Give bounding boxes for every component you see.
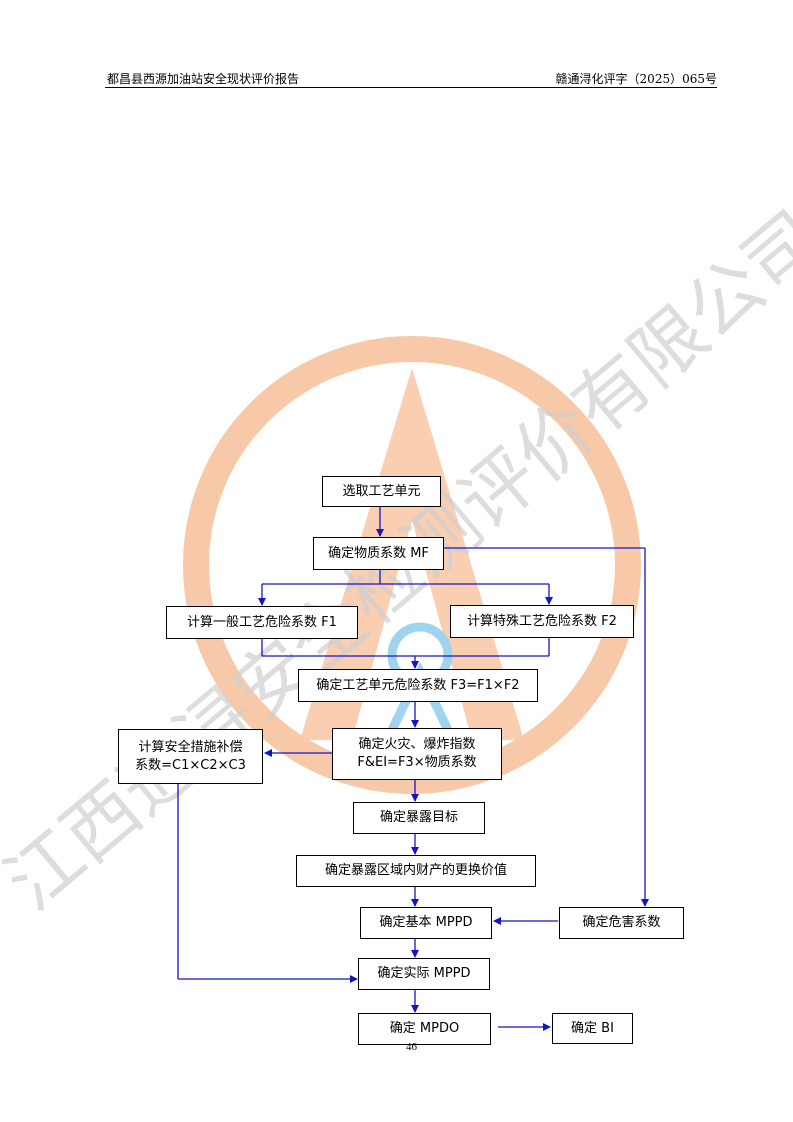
node-unit-hazard: 确定工艺单元危险系数 F3=F1×F2 — [298, 669, 538, 702]
header-left-title: 都昌县西源加油站安全现状评价报告 — [107, 72, 300, 86]
node-safety-credit: 计算安全措施补偿 系数=C1×C2×C3 — [118, 729, 263, 784]
node-fei: 确定火灾、爆炸指数 F&EI=F3×物质系数 — [332, 728, 502, 780]
node-general-hazard: 计算一般工艺危险系数 F1 — [166, 606, 358, 639]
watermark-ring — [183, 336, 641, 794]
watermark-letter-a — [300, 368, 524, 740]
page-number: 46 — [406, 1041, 417, 1053]
header-report-number: 赣通浔化评字（2025）065号 — [555, 72, 717, 86]
node-material-factor: 确定物质系数 MF — [313, 537, 444, 570]
node-bi: 确定 BI — [552, 1013, 633, 1044]
node-actual-mppd: 确定实际 MPPD — [358, 958, 490, 990]
node-select-unit: 选取工艺单元 — [322, 476, 441, 507]
node-exposure-target: 确定暴露目标 — [353, 802, 485, 834]
header-rule — [105, 87, 717, 88]
node-mpdo: 确定 MPDO — [358, 1013, 491, 1045]
node-replacement-value: 确定暴露区域内财产的更换价值 — [296, 855, 536, 887]
node-damage-factor: 确定危害系数 — [559, 907, 684, 939]
node-base-mppd: 确定基本 MPPD — [360, 907, 492, 939]
node-special-hazard: 计算特殊工艺危险系数 F2 — [450, 605, 634, 638]
